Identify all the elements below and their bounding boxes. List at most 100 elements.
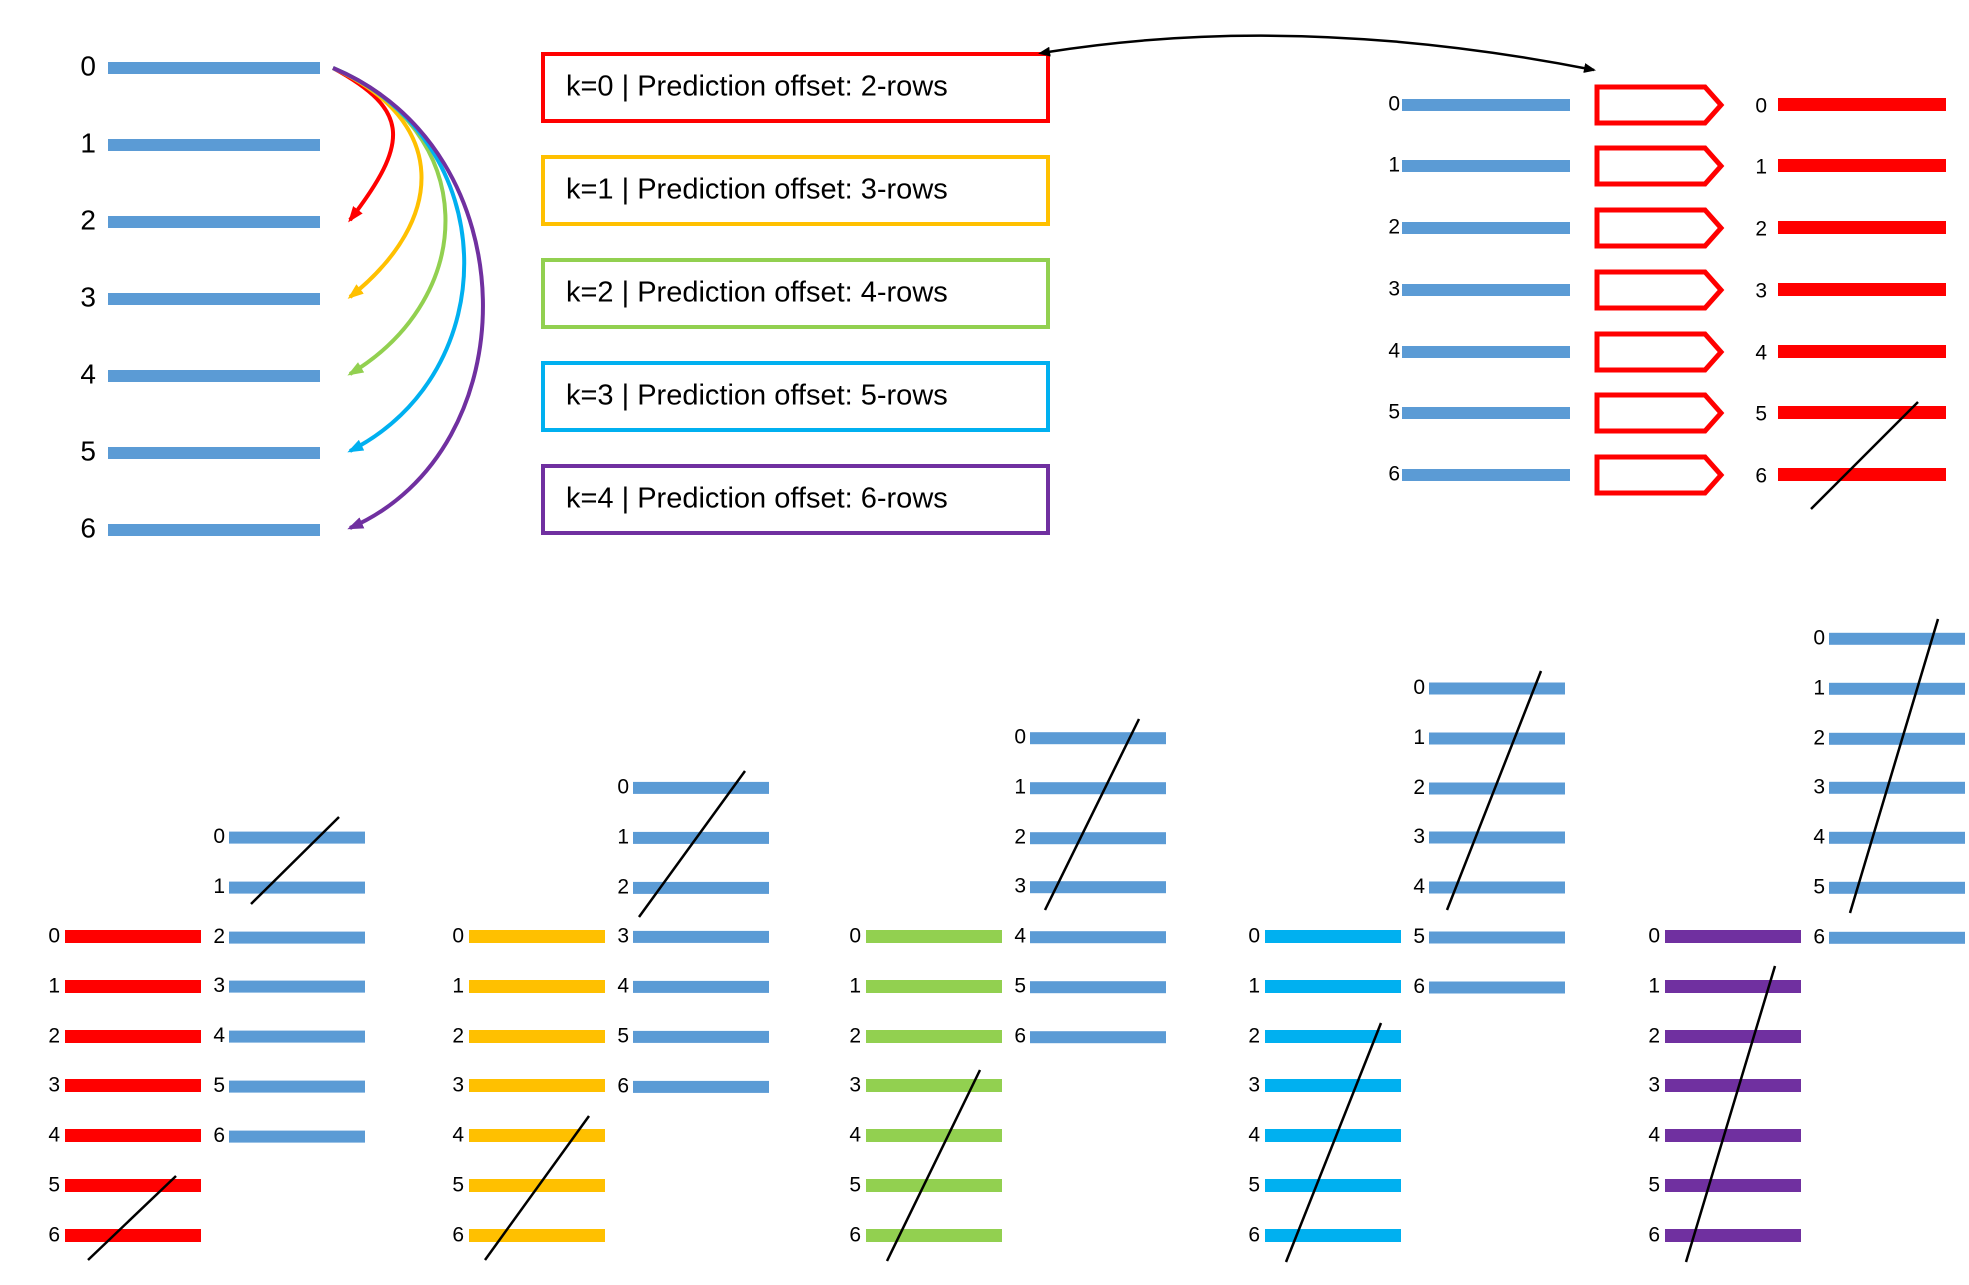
source-row-label: 5: [213, 1074, 225, 1097]
offset-arrows: [332, 66, 485, 530]
source-row-bar: [1829, 931, 1965, 944]
predicted-strike-line: [483, 1115, 591, 1261]
source-row-label: 1: [1813, 676, 1825, 699]
predicted-row-label: 0: [48, 925, 60, 948]
source-row-label: 1: [80, 127, 96, 158]
predicted-row-bar: [65, 1229, 201, 1242]
source-row-bar: [1429, 831, 1565, 844]
legend-box-border: [541, 464, 1050, 535]
predicted-row-bar: [1665, 1030, 1801, 1043]
source-row-label: 0: [80, 50, 96, 81]
predicted-row-label: 3: [48, 1074, 60, 1097]
predicted-row-label: 5: [849, 1174, 861, 1197]
example-target-bar: [1778, 221, 1946, 234]
predicted-row-label: 2: [849, 1025, 861, 1048]
source-row-label: 3: [80, 281, 96, 312]
source-row-label: 0: [213, 825, 225, 848]
predicted-row-bar: [1265, 1229, 1401, 1242]
predicted-row-bar: [866, 1079, 1002, 1092]
source-row-label: 0: [1813, 626, 1825, 649]
example-source-label: 3: [1388, 278, 1400, 301]
example-target-bar: [1778, 468, 1946, 481]
source-row-label: 5: [1813, 875, 1825, 898]
legend-label: k=0 | Prediction offset: 2-rows: [566, 71, 948, 103]
example-source-label: 2: [1388, 216, 1400, 239]
predicted-row-label: 3: [849, 1074, 861, 1097]
predicted-row-bar: [469, 1079, 605, 1092]
source-row-bar: [1030, 981, 1166, 994]
legend-box-k4: k=4 | Prediction offset: 6-rows: [541, 464, 1050, 535]
example-source-bar: [1402, 346, 1570, 358]
legend-box-border: [541, 155, 1050, 226]
predicted-row-bar: [469, 1129, 605, 1142]
source-row-bar: [1829, 632, 1965, 645]
source-row-bar: [633, 980, 769, 993]
source-row-bar: [229, 1130, 365, 1143]
predicted-strike-line: [1684, 965, 1777, 1263]
source-row-bar: [108, 62, 320, 74]
example-source-bar: [1402, 160, 1570, 172]
source-strike-line: [1445, 670, 1543, 911]
predicted-row-label: 6: [849, 1224, 861, 1247]
source-row-bar: [229, 1030, 365, 1043]
source-row-label: 5: [617, 1024, 629, 1047]
predicted-row-label: 6: [452, 1224, 464, 1247]
example-source-bar: [1402, 284, 1570, 296]
predicted-row-bar: [1265, 1129, 1401, 1142]
predicted-row-bar: [65, 1179, 201, 1192]
predicted-row-label: 5: [48, 1174, 60, 1197]
legend-box-k3: k=3 | Prediction offset: 5-rows: [541, 361, 1050, 432]
source-row-bar: [1829, 732, 1965, 745]
source-row-label: 3: [617, 924, 629, 947]
example-source-bar: [1402, 469, 1570, 481]
source-row-bar: [1429, 782, 1565, 795]
source-row-label: 2: [80, 204, 96, 235]
example-source-label: 5: [1388, 401, 1400, 424]
example-source-label: 6: [1388, 463, 1400, 486]
predicted-row-label: 1: [1648, 975, 1660, 998]
source-row-label: 3: [1813, 775, 1825, 798]
predicted-row-label: 3: [1248, 1074, 1260, 1097]
source-row-label: 6: [1413, 975, 1425, 998]
example-target-label: 6: [1755, 465, 1767, 488]
predicted-row-label: 0: [849, 925, 861, 948]
source-row-label: 2: [213, 925, 225, 948]
source-row-bar: [1030, 1031, 1166, 1044]
predicted-row-label: 2: [1648, 1025, 1660, 1048]
legend-box-border: [541, 52, 1050, 123]
legend-to-example-connector: [1038, 34, 1596, 73]
source-row-bar: [108, 293, 320, 305]
predicted-row-bar: [65, 930, 201, 943]
legend-label: k=1 | Prediction offset: 3-rows: [566, 174, 948, 206]
predicted-row-bar: [866, 1229, 1002, 1242]
predicted-row-bar: [1265, 1179, 1401, 1192]
source-row-bar: [108, 524, 320, 536]
source-row-bar: [633, 930, 769, 943]
legend-box-k2: k=2 | Prediction offset: 4-rows: [541, 258, 1050, 329]
predicted-strike-line: [87, 1175, 177, 1261]
pentagon-arrow-icon: [1594, 331, 1725, 373]
source-row-bar: [1030, 931, 1166, 944]
source-row-bar: [229, 980, 365, 993]
predicted-row-label: 4: [1248, 1124, 1260, 1147]
example-source-label: 1: [1388, 154, 1400, 177]
legend-box-k1: k=1 | Prediction offset: 3-rows: [541, 155, 1050, 226]
predicted-row-bar: [1265, 930, 1401, 943]
source-row-label: 4: [617, 974, 629, 997]
pentagon-arrow-icon: [1594, 269, 1725, 311]
source-row-bar: [1429, 732, 1565, 745]
example-target-label: 1: [1755, 156, 1767, 179]
legend-box-border: [541, 258, 1050, 329]
source-row-label: 6: [213, 1124, 225, 1147]
example-source-label: 0: [1388, 93, 1400, 116]
source-row-label: 1: [1413, 726, 1425, 749]
source-strike-line: [250, 816, 340, 905]
predicted-row-label: 6: [1248, 1224, 1260, 1247]
predicted-row-label: 5: [452, 1174, 464, 1197]
example-source-bar: [1402, 407, 1570, 419]
predicted-row-label: 4: [452, 1124, 464, 1147]
predicted-row-bar: [469, 1229, 605, 1242]
example-target-label: 4: [1755, 342, 1767, 365]
